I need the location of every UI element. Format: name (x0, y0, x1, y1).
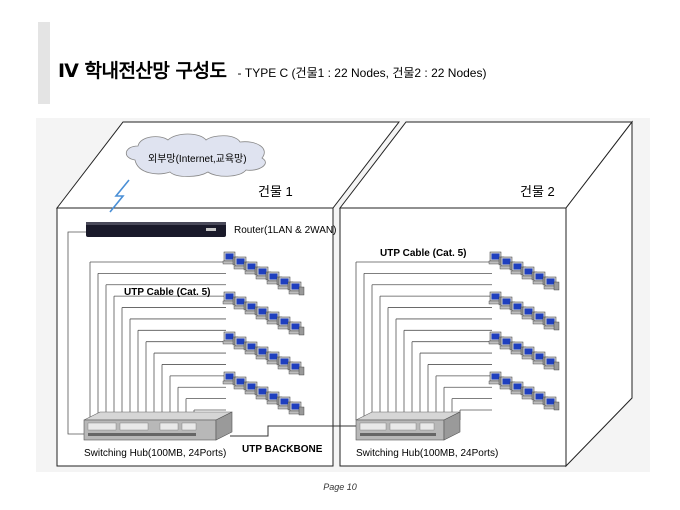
building-1-label: 건물 1 (258, 184, 293, 199)
cloud-label: 외부망(Internet,교육망) (148, 154, 247, 165)
utp-backbone-label: UTP BACKBONE (242, 444, 323, 455)
page-title: Ⅳ 학내전산망 구성도 - TYPE C (건물1 : 22 Nodes, 건물… (58, 56, 486, 83)
building-2-label: 건물 2 (520, 184, 555, 199)
page-number: Page 10 (323, 482, 357, 492)
switching-hub-2-icon (355, 411, 461, 441)
building-1-cluster-2-pc-6 (288, 321, 305, 336)
title-accent-bar (38, 22, 50, 104)
router-uplink-line (67, 231, 86, 435)
building-2-cluster-1-pc-5 (543, 276, 560, 291)
utp-cable-label-building-2: UTP Cable (Cat. 5) (380, 248, 467, 259)
title-sub: - TYPE C (건물1 : 22 Nodes, 건물2 : 22 Nodes… (237, 66, 487, 80)
building-1-cluster-1-pc-6 (288, 281, 305, 296)
building-1-cluster-4-pc-6 (288, 401, 305, 416)
building-1-cluster-3-pc-6 (288, 361, 305, 376)
utp-backbone-line (230, 425, 356, 437)
building-2-cluster-4-pc-5 (543, 396, 560, 411)
switching-hub-2-label: Switching Hub(100MB, 24Ports) (356, 448, 499, 459)
switching-hub-1-icon (83, 411, 233, 441)
building-2-cluster-2-pc-5 (543, 316, 560, 331)
pc-workstations (222, 251, 560, 416)
cloud-icon (125, 133, 266, 177)
building-2-cluster-3-pc-5 (543, 356, 560, 371)
utp-cable-label-building-1: UTP Cable (Cat. 5) (124, 287, 211, 298)
title-main: Ⅳ 학내전산망 구성도 (58, 60, 227, 82)
router-label: Router(1LAN & 2WAN) (234, 225, 337, 236)
switching-hub-1-label: Switching Hub(100MB, 24Ports) (84, 448, 227, 459)
router-icon (86, 222, 226, 237)
utp-cables (89, 261, 492, 420)
lightning-icon (109, 179, 130, 213)
